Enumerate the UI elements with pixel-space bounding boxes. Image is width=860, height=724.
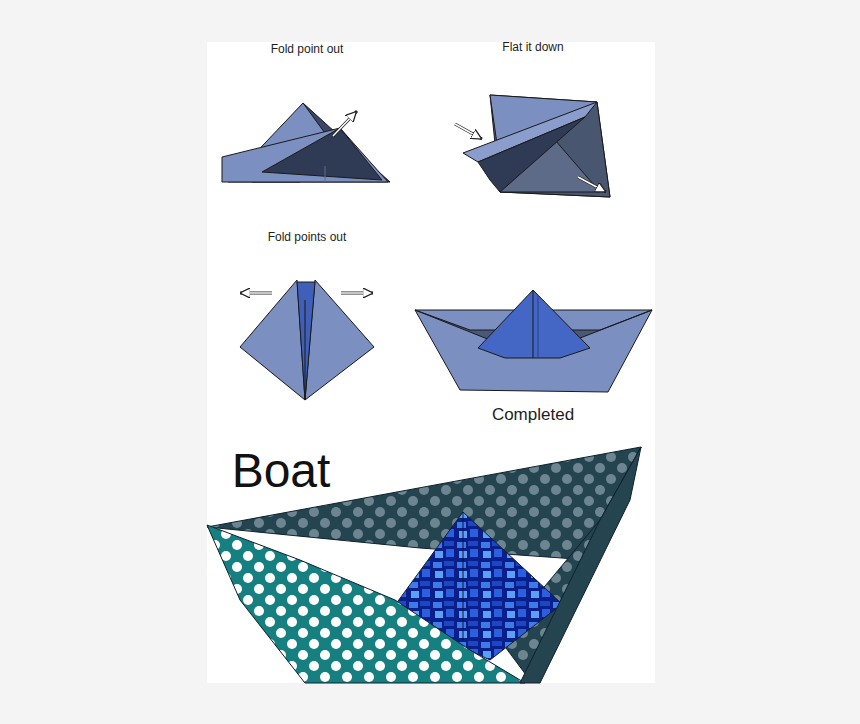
step-label: Fold point out [271, 42, 344, 56]
step-fold-points-out [240, 280, 374, 400]
step-fold-point-out [222, 103, 390, 182]
step-label: Fold points out [268, 230, 347, 244]
step-label: Completed [492, 405, 574, 425]
step-label: Flat it down [502, 40, 563, 54]
title-text: Boat [232, 443, 331, 498]
page-panel [207, 42, 655, 683]
step-flat-it-down [455, 95, 610, 197]
completed-boat [415, 290, 652, 392]
